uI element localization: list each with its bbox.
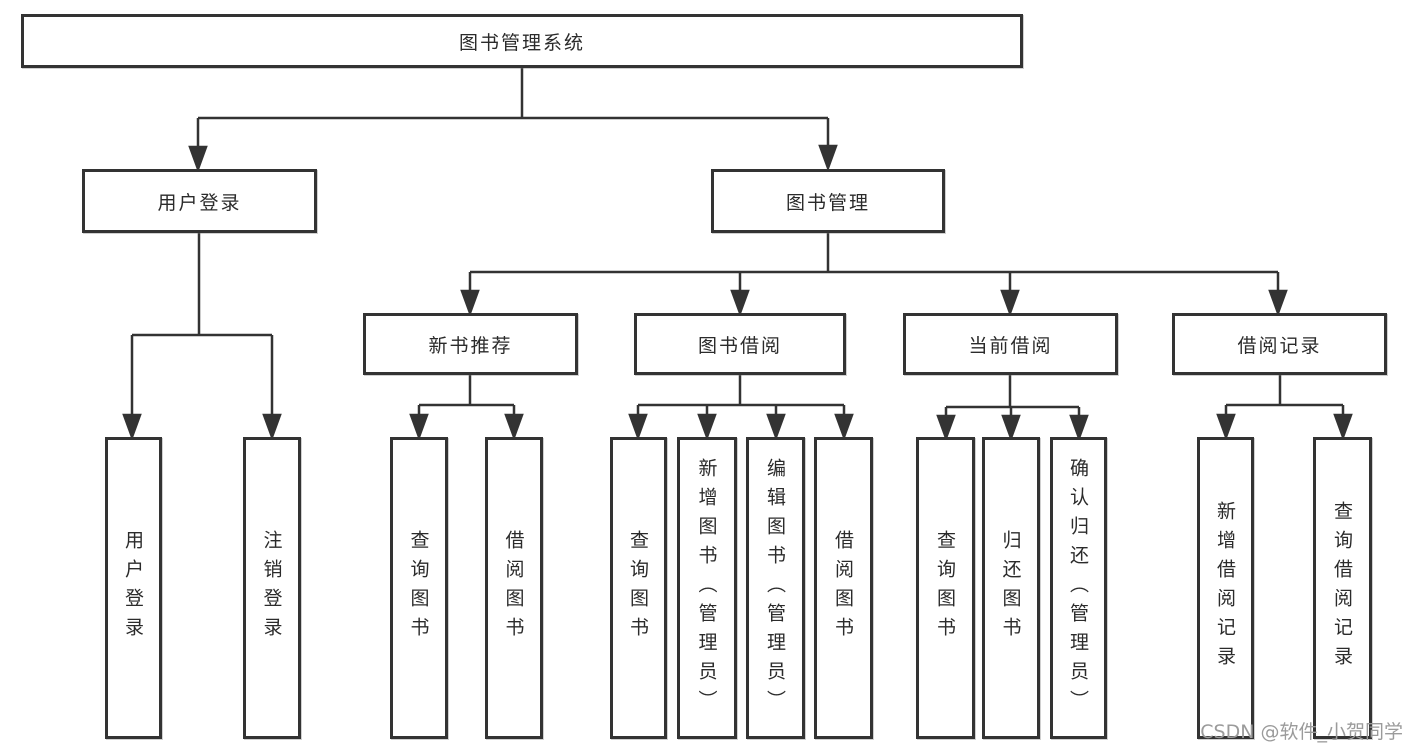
leaf-confirm-return-admin: 确认归还（管理员） xyxy=(1050,437,1107,739)
edge-group-borrow-record xyxy=(1216,375,1353,441)
leaf-borrow-book-newbook-label: 借阅图书 xyxy=(502,530,525,646)
edge-group-user-login xyxy=(122,233,282,441)
node-root: 图书管理系统 xyxy=(21,14,1023,68)
leaf-borrow-book: 借阅图书 xyxy=(814,437,873,739)
leaf-query-book-newbook: 查询图书 xyxy=(390,437,448,739)
node-current-borrow-label: 当前借阅 xyxy=(968,334,1053,357)
node-current-borrow: 当前借阅 xyxy=(903,313,1118,375)
node-book-management-label: 图书管理 xyxy=(785,191,870,214)
leaf-add-borrow-record: 新增借阅记录 xyxy=(1197,437,1254,739)
edge-group-new-book xyxy=(409,375,524,441)
leaf-confirm-return-admin-label: 确认归还（管理员） xyxy=(1067,457,1089,719)
leaf-edit-book-admin: 编辑图书（管理员） xyxy=(746,437,805,739)
leaf-borrow-book-newbook: 借阅图书 xyxy=(485,437,543,739)
node-book-management: 图书管理 xyxy=(711,169,945,233)
leaf-user-login-label: 用户登录 xyxy=(122,530,144,646)
leaf-add-book-admin-label: 新增图书（管理员） xyxy=(695,457,718,719)
node-user-login-label: 用户登录 xyxy=(157,191,242,214)
edge-group-root xyxy=(188,68,838,173)
node-borrow-record-label: 借阅记录 xyxy=(1237,334,1322,357)
leaf-query-borrow-record-label: 查询借阅记录 xyxy=(1331,501,1353,675)
node-new-book-label: 新书推荐 xyxy=(428,334,513,357)
node-book-borrow: 图书借阅 xyxy=(634,313,846,375)
leaf-query-borrow-record: 查询借阅记录 xyxy=(1313,437,1372,739)
node-new-book: 新书推荐 xyxy=(363,313,578,375)
node-user-login: 用户登录 xyxy=(82,169,317,233)
edge-group-book-borrow xyxy=(628,375,854,441)
leaf-logout-label: 注销登录 xyxy=(260,530,283,646)
leaf-edit-book-admin-label: 编辑图书（管理员） xyxy=(764,457,786,719)
leaf-return-book: 归还图书 xyxy=(982,437,1040,739)
leaf-query-book-borrow-label: 查询图书 xyxy=(627,530,649,646)
leaf-query-book-newbook-label: 查询图书 xyxy=(407,530,430,646)
leaf-add-book-admin: 新增图书（管理员） xyxy=(677,437,737,739)
edge-group-current-borrow xyxy=(936,375,1089,442)
leaf-user-login: 用户登录 xyxy=(105,437,162,739)
leaf-add-borrow-record-label: 新增借阅记录 xyxy=(1214,501,1236,675)
leaf-query-book-current: 查询图书 xyxy=(916,437,975,739)
node-borrow-record: 借阅记录 xyxy=(1172,313,1387,375)
leaf-query-book-current-label: 查询图书 xyxy=(934,530,956,646)
node-book-borrow-label: 图书借阅 xyxy=(697,334,782,357)
leaf-return-book-label: 归还图书 xyxy=(999,530,1022,646)
leaf-borrow-book-label: 借阅图书 xyxy=(832,530,854,646)
node-root-label: 图书管理系统 xyxy=(458,31,585,54)
csdn-watermark: CSDN @软件_小贺同学 xyxy=(1200,721,1403,743)
leaf-query-book-borrow: 查询图书 xyxy=(610,437,667,739)
leaf-logout: 注销登录 xyxy=(243,437,301,739)
edge-group-book-management xyxy=(460,233,1288,317)
